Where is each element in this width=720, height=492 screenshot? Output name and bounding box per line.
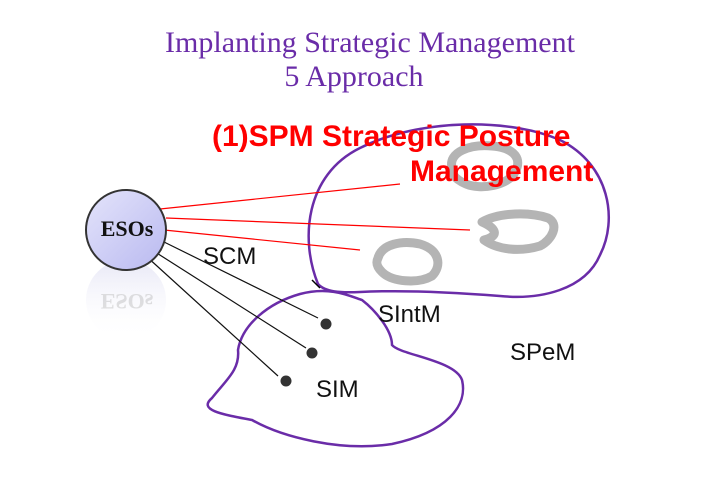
page-subtitle: 5 Approach <box>284 60 424 93</box>
esos-reflection-label: ESOs <box>100 289 154 314</box>
sim-dots <box>280 318 332 387</box>
scribble-top <box>447 141 523 192</box>
scm-label: SCM <box>203 243 257 270</box>
management-heading: Management <box>410 155 594 188</box>
page-title: Implanting Strategic Management <box>165 26 575 59</box>
dot-1 <box>320 318 332 330</box>
red-line-3 <box>163 229 361 251</box>
esos-node <box>85 189 167 271</box>
spm-region-outline <box>307 123 611 299</box>
scribble-shapes <box>372 141 559 286</box>
scribble-bottom <box>372 238 443 286</box>
red-connectors <box>159 183 471 251</box>
spem-label: SPeM <box>510 339 576 366</box>
black-connectors <box>145 239 319 377</box>
spm-heading: (1)SPM Strategic Posture <box>212 120 571 153</box>
sim-region-outline <box>206 289 465 448</box>
esos-label: ESOs <box>100 216 154 241</box>
red-line-2 <box>165 217 471 231</box>
black-line-1 <box>159 239 319 319</box>
esos-reflection <box>86 260 166 340</box>
dot-2 <box>306 347 318 359</box>
black-line-3 <box>145 255 279 377</box>
red-line-1 <box>159 183 401 210</box>
black-line-2 <box>151 249 307 349</box>
sim-label: SIM <box>316 376 359 403</box>
region-notch <box>311 279 321 289</box>
scribble-middle <box>477 209 559 254</box>
sintm-label: SIntM <box>378 301 441 328</box>
dot-3 <box>280 375 292 387</box>
